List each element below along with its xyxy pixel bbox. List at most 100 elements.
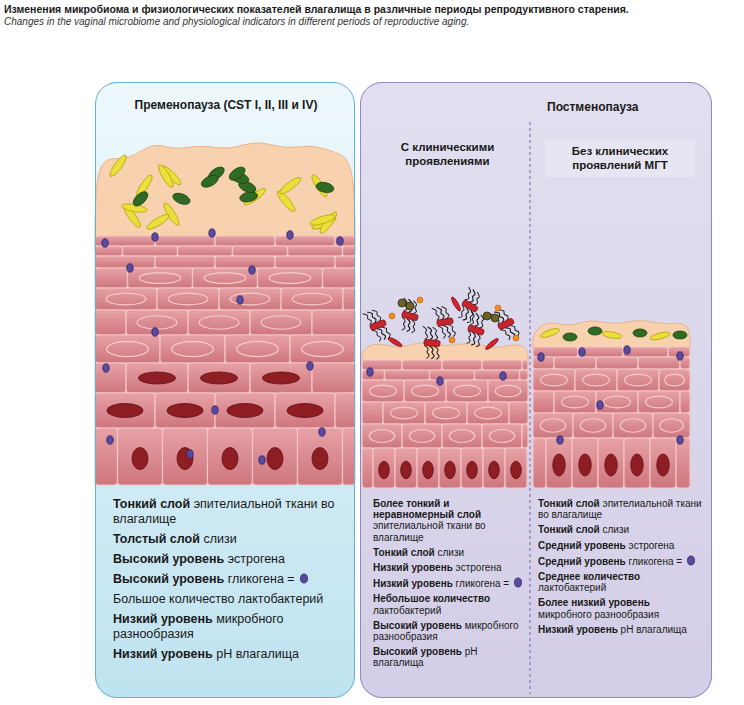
feature-list: Тонкий слой эпителиальной ткани во влага… [113,497,345,667]
feature-row: Тонкий слой слизи [373,547,525,558]
commensal-bacterium [200,173,220,190]
bacterium-body [437,318,454,327]
cell-nucleus [261,316,301,330]
cell-nucleus [107,341,149,356]
glycogen-granule [437,377,443,385]
feature-text: Большое количество лактобактерий [113,592,323,606]
lactobacillus [145,212,171,232]
flagellum [405,299,414,313]
tissue-cell [439,448,461,488]
cell-nucleus [167,404,203,418]
cell-nucleus [137,316,177,330]
flagellum [442,306,450,320]
tissue-cell [467,402,509,424]
feature-text: Высокий уровень эстрогена [113,552,285,566]
tissue-cell [653,413,690,438]
cell-nucleus [580,419,606,433]
tissue-cell [509,402,528,424]
feature-text: Более тонкий и неравномерный слой эпител… [373,498,486,543]
bacterium-body [401,311,418,321]
tissue-cell [95,428,118,485]
tissue-cell [188,363,250,393]
cell-nucleus [445,461,456,479]
glycogen-granule [624,346,630,354]
feature-row: Низкий уровень гликогена = [373,577,525,589]
flagellum [432,307,440,321]
cell-nucleus [665,374,685,386]
tissue-cell [650,438,676,488]
cell-nucleus [495,385,521,397]
cell-nucleus [200,372,237,384]
glycogen-granule [107,436,113,444]
tissue-cell [475,370,520,380]
lactobacillus [108,153,129,178]
flagellum [468,332,478,346]
cell-nucleus [262,372,299,384]
glycogen-granule [103,364,109,372]
tissue-cell [215,236,275,246]
cell-nucleus [302,341,344,356]
pathogen-rod [484,337,499,351]
cell-nucleus [620,419,646,433]
epithelium [95,236,355,485]
tissue-cell [253,428,298,485]
coccus [513,335,519,341]
feature-list: Более тонкий и неравномерный слой эпител… [373,498,525,672]
feature-list: Тонкий слой эпителиальной ткани во влага… [538,498,704,639]
cell-nucleus [475,407,502,419]
tissue-cell [288,246,343,256]
tissue-cell [95,268,128,288]
tissue-cell [275,236,335,246]
glycogen-granule [237,296,243,304]
tissue-cell [215,256,275,268]
flagellum [433,346,440,359]
tissue-cell [225,335,290,363]
tissue-cell [193,268,258,288]
tissue-cell [680,391,690,413]
cell-nucleus [423,461,434,479]
commensal-bacterium [227,165,247,183]
glycogen-granule [212,406,218,414]
cell-nucleus [433,407,460,419]
cell-nucleus [449,430,475,443]
glycogen-granule [307,362,313,370]
feature-row: Более низкий уровень микробного разнообр… [538,597,704,619]
flagellum [372,308,382,322]
lactobacillus [650,331,671,342]
tissue-cell [578,347,623,357]
cell-nucleus [646,396,673,408]
glycogen-icon [299,573,309,584]
tissue-cell [312,363,355,393]
panel-heading: Без клинических проявлений МГТ [545,141,695,177]
tissue-cell [123,246,178,256]
flagellum [467,311,477,325]
cell-nucleus [540,419,566,433]
glycogen-granule [500,372,506,380]
tissue-cell [118,428,163,485]
feature-row: Низкий уровень рН влагалища [113,647,345,662]
tissue-cell [533,369,575,391]
tissue-cell [215,393,275,428]
panel-heading: Постменопауза [547,100,697,114]
flagellum [422,326,429,339]
feature-row: Высокий уровень рН влагалища [373,646,525,668]
feature-text: Низкий уровень рН влагалища [538,624,687,635]
tissue-cell [163,428,208,485]
feature-row: Низкий уровень микробного разнообразия [113,612,345,642]
pathogen-bacterium [396,298,422,333]
flagellum [462,287,473,301]
cell-nucleus [660,419,684,433]
flagellum [438,325,446,339]
flagellum [363,312,373,326]
cell-nucleus [204,273,246,284]
glycogen-granule [300,574,307,583]
cell-nucleus [287,404,323,418]
tissue-cell [250,363,312,393]
tissue-cell [233,246,288,256]
tissue-cell [160,335,225,363]
tissue-cell [488,380,528,402]
tissue-cell [522,424,528,448]
cell-nucleus [489,461,500,479]
glycogen-granule [538,353,544,361]
tissue-cell [442,360,482,370]
